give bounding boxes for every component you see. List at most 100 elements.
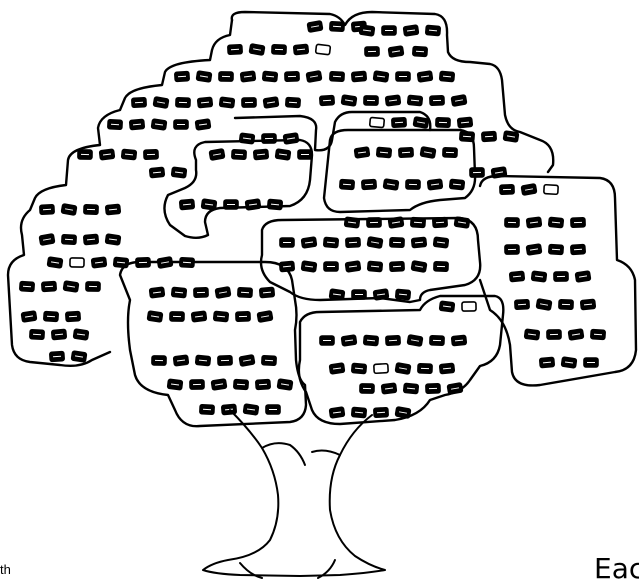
- dark-leaf-icon: [220, 97, 235, 108]
- dark-leaf-icon: [482, 132, 497, 142]
- dark-leaf-icon: [277, 379, 292, 390]
- dark-leaf-icon: [42, 282, 57, 292]
- dark-leaf-icon: [382, 26, 396, 35]
- dark-leaf-icon: [451, 95, 466, 106]
- dark-leaf-icon: [249, 44, 264, 55]
- dark-leaf-icon: [340, 180, 355, 190]
- dark-leaf-icon: [374, 408, 388, 418]
- dark-leaf-icon: [540, 357, 555, 367]
- dark-leaf-icon: [61, 204, 76, 215]
- dark-leaf-icon: [50, 352, 65, 362]
- dark-leaf-icon: [411, 218, 426, 228]
- dark-leaf-icon: [591, 330, 606, 340]
- dark-leaf-icon: [525, 329, 540, 340]
- dark-leaf-icon: [147, 311, 162, 322]
- dark-leaf-icon: [403, 25, 418, 36]
- dark-leaf-icon: [84, 205, 98, 214]
- dark-leaf-icon: [367, 218, 381, 227]
- dark-leaf-icon: [526, 244, 541, 255]
- dark-leaf-icon: [426, 384, 440, 393]
- dark-leaf-icon: [172, 167, 187, 178]
- dark-leaf-icon: [63, 281, 78, 292]
- dark-leaf-icon: [407, 335, 422, 346]
- dark-leaf-icon: [194, 288, 208, 297]
- dark-leaf-icon: [175, 72, 190, 82]
- dark-leaf-icon: [395, 363, 410, 374]
- dark-leaf-icon: [443, 148, 457, 157]
- dark-leaf-icon: [280, 261, 295, 271]
- dark-leaf-icon: [354, 147, 369, 158]
- dark-leaf-icon: [92, 257, 107, 268]
- dark-leaf-icon: [436, 118, 450, 127]
- empty-leaf-icon: [374, 364, 388, 374]
- dark-leaf-icon: [71, 351, 86, 362]
- dark-leaf-icon: [132, 98, 146, 108]
- dark-leaf-icon: [527, 217, 542, 228]
- canopy-cluster-outline: [299, 296, 503, 424]
- dark-leaf-icon: [238, 288, 252, 298]
- dark-leaf-icon: [275, 149, 290, 160]
- dark-leaf-icon: [66, 312, 81, 322]
- dark-leaf-icon: [505, 245, 519, 254]
- dark-leaf-icon: [510, 271, 525, 281]
- dark-leaf-icon: [228, 45, 242, 55]
- dark-leaf-icon: [395, 407, 410, 418]
- dark-leaf-icon: [329, 363, 344, 374]
- dark-leaf-icon: [245, 199, 260, 210]
- dark-leaf-icon: [195, 119, 210, 130]
- dark-leaf-icon: [536, 299, 551, 310]
- dark-leaf-icon: [452, 335, 467, 345]
- dark-leaf-icon: [201, 199, 216, 210]
- dark-leaf-icon: [39, 234, 54, 245]
- dark-leaf-icon: [571, 218, 585, 227]
- dark-leaf-icon: [100, 149, 115, 160]
- dark-leaf-icon: [458, 117, 473, 127]
- dark-leaf-icon: [283, 133, 298, 144]
- dark-leaf-icon: [430, 336, 444, 345]
- dark-leaf-icon: [434, 237, 449, 248]
- dark-leaf-icon: [549, 245, 564, 255]
- dark-leaf-icon: [298, 150, 312, 159]
- dark-leaf-icon: [242, 98, 256, 107]
- dark-leaf-icon: [559, 300, 573, 309]
- dark-leaf-icon: [450, 179, 465, 189]
- dark-leaf-icon: [440, 301, 455, 312]
- dark-leaf-icon: [460, 132, 475, 142]
- dark-leaf-icon: [211, 379, 226, 390]
- dark-leaf-icon: [440, 363, 455, 373]
- dark-leaf-icon: [44, 312, 59, 322]
- dark-leaf-icon: [392, 118, 406, 128]
- dark-leaf-icon: [122, 149, 137, 159]
- dark-leaf-icon: [404, 383, 419, 393]
- dark-leaf-icon: [521, 184, 536, 195]
- dark-leaf-icon: [268, 199, 283, 209]
- dark-leaf-icon: [263, 97, 278, 108]
- dark-leaf-icon: [454, 217, 469, 228]
- dark-leaf-icon: [373, 289, 388, 300]
- dark-leaf-icon: [386, 336, 400, 346]
- dark-leaf-icon: [151, 119, 166, 130]
- canopy-cluster-outline: [232, 12, 553, 172]
- dark-leaf-icon: [364, 96, 378, 105]
- dark-leaf-icon: [176, 98, 190, 107]
- dark-leaf-icon: [428, 179, 443, 190]
- page-text-fragment-right: Eac: [594, 552, 639, 585]
- dark-leaf-icon: [324, 237, 339, 247]
- dark-leaf-icon: [241, 71, 256, 82]
- dark-leaf-icon: [219, 72, 233, 81]
- dark-leaf-icon: [571, 245, 586, 255]
- dark-leaf-icon: [320, 96, 335, 106]
- dark-leaf-icon: [200, 405, 214, 415]
- dark-leaf-icon: [78, 150, 92, 159]
- dark-leaf-icon: [320, 336, 334, 345]
- dark-leaf-icon: [388, 217, 403, 228]
- dark-leaf-icon: [575, 271, 590, 282]
- dark-leaf-icon: [262, 356, 276, 366]
- dark-leaf-icon: [256, 380, 271, 390]
- empty-leaf-icon: [370, 117, 385, 127]
- dark-leaf-icon: [174, 355, 189, 366]
- dark-leaf-icon: [383, 179, 398, 190]
- tree-trunk: [203, 410, 385, 578]
